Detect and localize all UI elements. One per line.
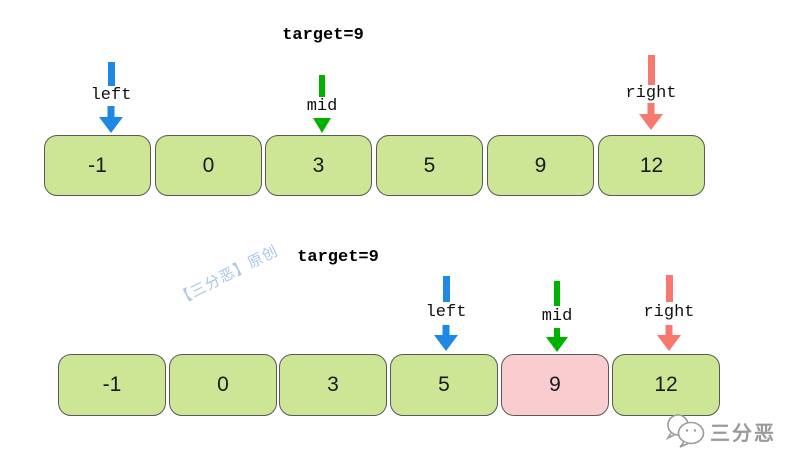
array-cell: -1: [58, 354, 166, 416]
chat-bubbles-icon: [665, 414, 705, 448]
pointer-label: mid: [306, 97, 338, 116]
array-cell: 12: [612, 354, 720, 416]
left-pointer-top: left: [79, 62, 143, 133]
array-cell: 5: [390, 354, 498, 416]
arrow-down-icon: [657, 325, 681, 351]
arrow-shaft: [665, 275, 673, 302]
pointer-label: left: [425, 303, 467, 322]
array-cell: 5: [376, 135, 483, 196]
arrow-down-icon: [313, 118, 331, 133]
brand-name: 三分恶: [710, 422, 776, 445]
left-pointer-bottom: left: [414, 276, 478, 351]
arrow-down-icon: [546, 328, 568, 352]
array-cell: 3: [265, 135, 372, 196]
arrow-shaft: [442, 276, 450, 302]
pointer-label: mid: [541, 307, 573, 326]
arrow-down-icon: [99, 106, 123, 133]
array-cell: 0: [155, 135, 262, 196]
watermark-text: 【三分恶】原创: [173, 242, 282, 309]
pointer-label: left: [90, 86, 132, 105]
arrow-shaft: [554, 281, 560, 306]
arrow-shaft: [319, 75, 325, 97]
mid-pointer-top: mid: [290, 75, 354, 133]
pointer-label: right: [643, 303, 695, 322]
array-cell-highlighted: 9: [501, 354, 609, 416]
mid-pointer-bottom: mid: [525, 281, 589, 352]
arrow-shaft: [647, 55, 655, 85]
right-pointer-bottom: right: [637, 275, 701, 351]
pointer-label: right: [625, 84, 677, 103]
arrow-down-icon: [434, 325, 458, 351]
target-label-top: target=9: [282, 26, 364, 45]
right-pointer-top: right: [619, 55, 683, 130]
target-label-bottom: target=9: [297, 248, 379, 267]
array-cell: -1: [44, 135, 151, 196]
array-cell: 12: [598, 135, 705, 196]
arrow-shaft: [107, 62, 115, 86]
array-cell: 3: [279, 354, 387, 416]
arrow-down-icon: [639, 103, 663, 130]
brand-logo: 三分恶: [664, 413, 776, 449]
array-cell: 9: [487, 135, 594, 196]
array-cell: 0: [169, 354, 277, 416]
